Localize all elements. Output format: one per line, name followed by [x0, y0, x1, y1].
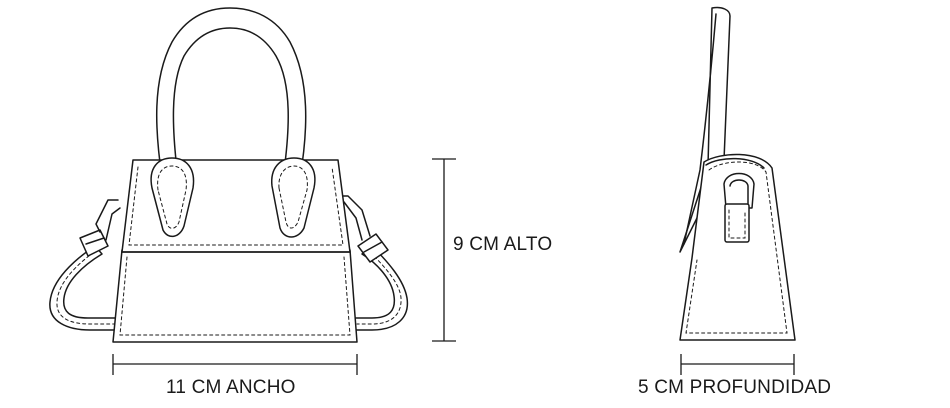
depth-dimension-line — [680, 354, 795, 375]
right-strap — [337, 195, 409, 331]
bag-body — [112, 159, 358, 343]
clasp-icon — [723, 172, 755, 243]
handle-tabs — [150, 157, 316, 238]
depth-label: 5 CM PROFUNDIDAD — [638, 377, 832, 398]
height-dimension-line — [432, 158, 456, 342]
bag-front-view — [49, 7, 409, 343]
top-handle — [155, 7, 307, 179]
left-strap — [49, 199, 121, 331]
bag-side-view — [679, 6, 796, 341]
width-label: 11 CM ANCHO — [166, 377, 296, 398]
height-label: 9 CM ALTO — [453, 234, 553, 255]
width-dimension-line — [112, 354, 358, 375]
